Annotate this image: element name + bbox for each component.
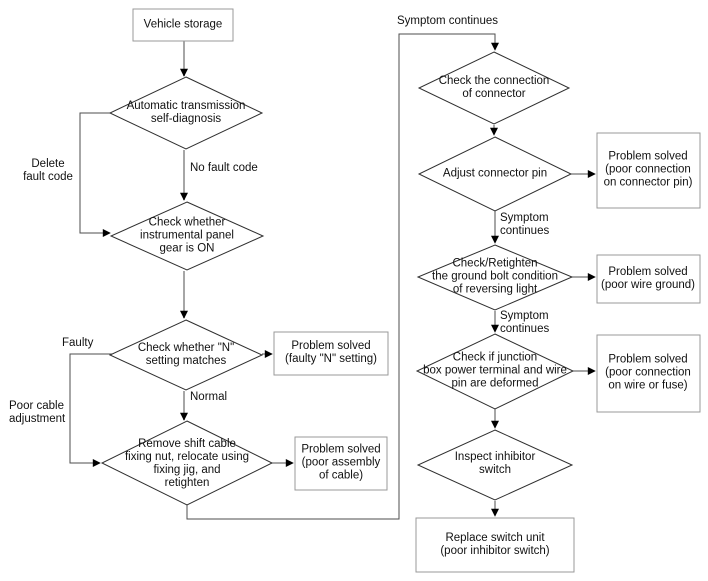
edge-label-normal: Normal (190, 391, 228, 403)
shift-cable-label: Remove shift cable fixing nut, relocate … (124, 438, 250, 489)
edge-label-no-fault-code: No fault code (190, 162, 258, 174)
replace-switch-box (415, 517, 575, 573)
check-connector-label: Check the connection of connector (438, 75, 550, 100)
solved-ground-label: Problem solved (poor wire ground) (601, 266, 695, 291)
panel-gear-label: Check whether instrumental panel gear is… (140, 216, 234, 255)
vehicle-storage-label: Vehicle storage (143, 18, 223, 31)
edge-label-symptom-continues-2: Symptom continues (500, 310, 550, 335)
self-diagnosis-diamond (108, 76, 264, 150)
connector-symptom-continues (186, 33, 499, 520)
edge-label-faulty: Faulty (62, 337, 94, 349)
solved-connector-pin-box (596, 132, 701, 209)
solved-wire-fuse-box (596, 334, 701, 413)
n-setting-label: Check whether "N" setting matches (137, 342, 235, 367)
adjust-pin-diamond (417, 136, 573, 212)
solved-fuse-label: Problem solved (poor connection on wire … (605, 353, 691, 392)
junction-box-diamond (415, 333, 575, 410)
edge-label-delete-fault-code: Delete fault code (23, 158, 73, 183)
panel-gear-diamond (109, 201, 265, 271)
ground-bolt-diamond (416, 244, 574, 311)
solved-pin-label: Problem solved (poor connection on conne… (603, 150, 693, 189)
inhibitor-diamond (416, 429, 574, 501)
adjust-pin-label: Adjust connector pin (442, 167, 548, 180)
edge-label-symptom-continues-1: Symptom continues (500, 212, 550, 237)
n-setting-diamond (108, 319, 264, 391)
solved-cable-box (294, 436, 388, 491)
junction-box-label: Check if junction box power terminal and… (423, 351, 567, 390)
solved-n-setting-box (273, 331, 389, 376)
inhibitor-label: Inspect inhibitor switch (454, 451, 536, 476)
check-connector-diamond (417, 51, 571, 125)
edge-label-poor-cable-adjustment: Poor cable adjustment (9, 400, 66, 425)
vehicle-storage-box (132, 8, 234, 42)
edge-label-symptom-continues-top: Symptom continues (397, 15, 498, 27)
solved-wire-ground-box (596, 254, 701, 304)
solved-cable-label: Problem solved (poor assembly of cable) (301, 443, 381, 482)
loop-delete-fault-code (79, 112, 111, 237)
ground-bolt-label: Check/Retighten the ground bolt conditio… (432, 257, 558, 296)
replace-switch-label: Replace switch unit (poor inhibitor swit… (440, 532, 550, 557)
solved-n-setting-label: Problem solved (faulty "N" setting) (285, 340, 377, 365)
loop-faulty-poor-cable (69, 353, 112, 467)
shift-cable-diamond (100, 420, 274, 506)
self-diagnosis-label: Automatic transmission self-diagnosis (126, 100, 246, 125)
